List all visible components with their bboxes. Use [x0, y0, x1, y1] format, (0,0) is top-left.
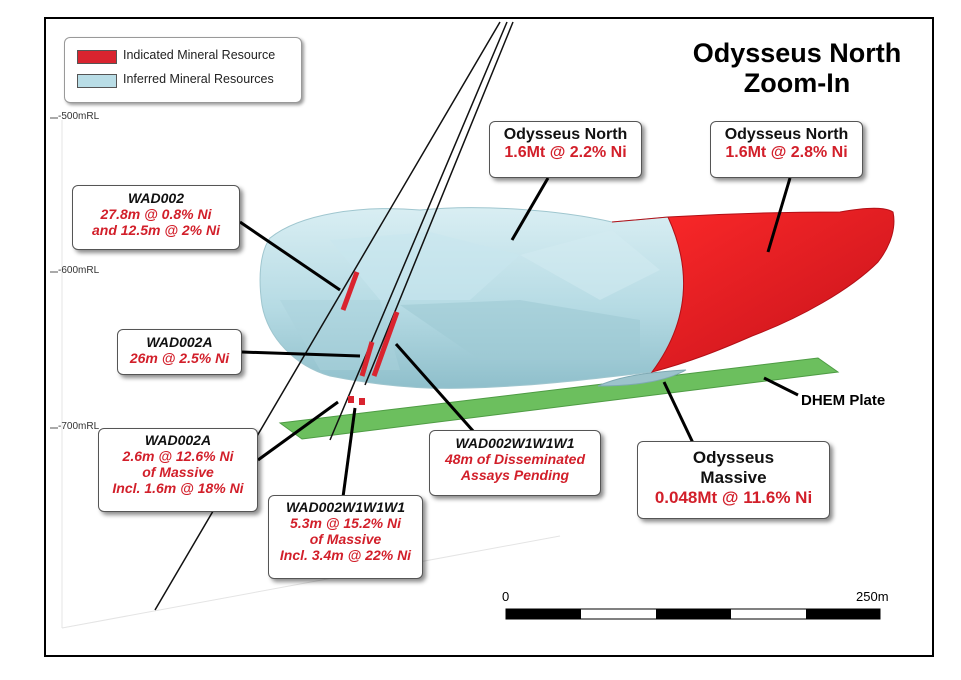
legend-swatch-indicated [77, 50, 117, 64]
drill-trace [329, 21, 508, 441]
inferred-facet [400, 300, 640, 360]
callout-w1w1w1-lower-line3: Incl. 3.4m @ 22% Ni [279, 547, 412, 563]
leader-dhem [763, 376, 799, 397]
legend: Indicated Mineral Resource Inferred Mine… [64, 37, 302, 103]
dhem-plate-label: DHEM Plate [801, 392, 886, 409]
callout-massive: Odysseus Massive 0.048Mt @ 11.6% Ni [637, 441, 830, 519]
leader-wad002a-lower [257, 400, 339, 462]
callout-massive-name2: Massive [700, 468, 767, 487]
intercept-w1w1w1 [371, 311, 400, 377]
intercept-wad002 [340, 271, 360, 311]
scale-end-label: 250m [856, 589, 889, 604]
leader-odn-inferred [510, 177, 550, 241]
leader-wad002a-upper [241, 350, 361, 358]
callout-wad002-line2: and 12.5m @ 2% Ni [91, 222, 221, 238]
callout-massive-name1: Odysseus [692, 448, 775, 467]
leader-w1w1w1-lower [341, 407, 357, 498]
scale-bar-segment [506, 609, 581, 619]
legend-swatch-inferred [77, 74, 117, 88]
callout-wad002a-upper-line1: 26m @ 2.5% Ni [129, 350, 230, 366]
callout-wad002a-lower-line1: 2.6m @ 12.6% Ni [122, 448, 234, 464]
scale-bar-segment [656, 609, 731, 619]
leader-w1w1w1-mid [394, 343, 476, 433]
leader-massive [662, 381, 695, 444]
callout-odn-indicated-grade: 1.6Mt @ 2.8% Ni [725, 144, 848, 161]
callout-odn-indicated: Odysseus North 1.6Mt @ 2.8% Ni [710, 121, 863, 178]
callout-odn-inferred-name: Odysseus North [503, 126, 628, 143]
drill-trace [364, 21, 514, 386]
callout-wad002: WAD002 27.8m @ 0.8% Ni and 12.5m @ 2% Ni [72, 185, 240, 250]
callout-wad002a-lower-line3: Incl. 1.6m @ 18% Ni [112, 480, 244, 496]
callout-w1w1w1-lower-line2: of Massive [309, 531, 382, 547]
rl-label-bottom: -700mRL [58, 421, 100, 432]
callout-w1w1w1-mid-line1: 48m of Disseminated [444, 451, 586, 467]
callout-w1w1w1-lower-line1: 5.3m @ 15.2% Ni [290, 515, 401, 531]
callout-wad002a-lower-name: WAD002A [144, 432, 212, 448]
callout-odn-indicated-name: Odysseus North [724, 126, 849, 143]
title-line-1: Odysseus North [692, 38, 902, 68]
callout-wad002a-upper: WAD002A 26m @ 2.5% Ni [117, 329, 242, 375]
callout-wad002a-lower-line2: of Massive [142, 464, 214, 480]
callout-w1w1w1-mid-line2: Assays Pending [460, 467, 570, 483]
callout-w1w1w1-lower-name: WAD002W1W1W1 [285, 499, 406, 515]
rl-label-mid: -600mRL [58, 265, 100, 276]
intercept-wad002a [359, 341, 375, 377]
callout-odn-inferred-grade: 1.6Mt @ 2.2% Ni [504, 144, 627, 161]
inferred-facet [520, 230, 660, 300]
title-line-2: Zoom-In [743, 68, 851, 98]
callout-odn-inferred: Odysseus North 1.6Mt @ 2.2% Ni [489, 121, 642, 178]
figure-title: Odysseus North Zoom-In [672, 38, 922, 98]
inferred-facet [330, 232, 520, 300]
intercept-massive-a [348, 396, 354, 403]
callout-wad002-line1: 27.8m @ 0.8% Ni [100, 206, 212, 222]
leader-wad002 [239, 220, 341, 292]
callout-w1w1w1-mid: WAD002W1W1W1 48m of Disseminated Assays … [429, 430, 601, 496]
rl-label-top: -500mRL [58, 111, 100, 122]
callout-massive-grade: 0.048Mt @ 11.6% Ni [654, 488, 813, 507]
base-grid-line [61, 535, 561, 629]
drill-trace [154, 21, 501, 611]
callout-wad002a-lower: WAD002A 2.6m @ 12.6% Ni of Massive Incl.… [98, 428, 258, 512]
callout-w1w1w1-mid-name: WAD002W1W1W1 [455, 435, 575, 451]
callout-wad002-name: WAD002 [127, 190, 185, 206]
massive-lens [597, 369, 687, 387]
intercept-massive-b [359, 398, 365, 405]
scale-start-label: 0 [502, 589, 510, 604]
scale-bar-segment [806, 609, 880, 619]
leader-odn-indicated [766, 177, 792, 253]
callout-wad002a-upper-name: WAD002A [146, 334, 213, 350]
legend-label-inferred: Inferred Mineral Resources [123, 72, 274, 86]
callout-w1w1w1-lower: WAD002W1W1W1 5.3m @ 15.2% Ni of Massive … [268, 495, 423, 579]
indicated-resource-body [611, 207, 895, 373]
legend-label-indicated: Indicated Mineral Resource [123, 48, 276, 62]
